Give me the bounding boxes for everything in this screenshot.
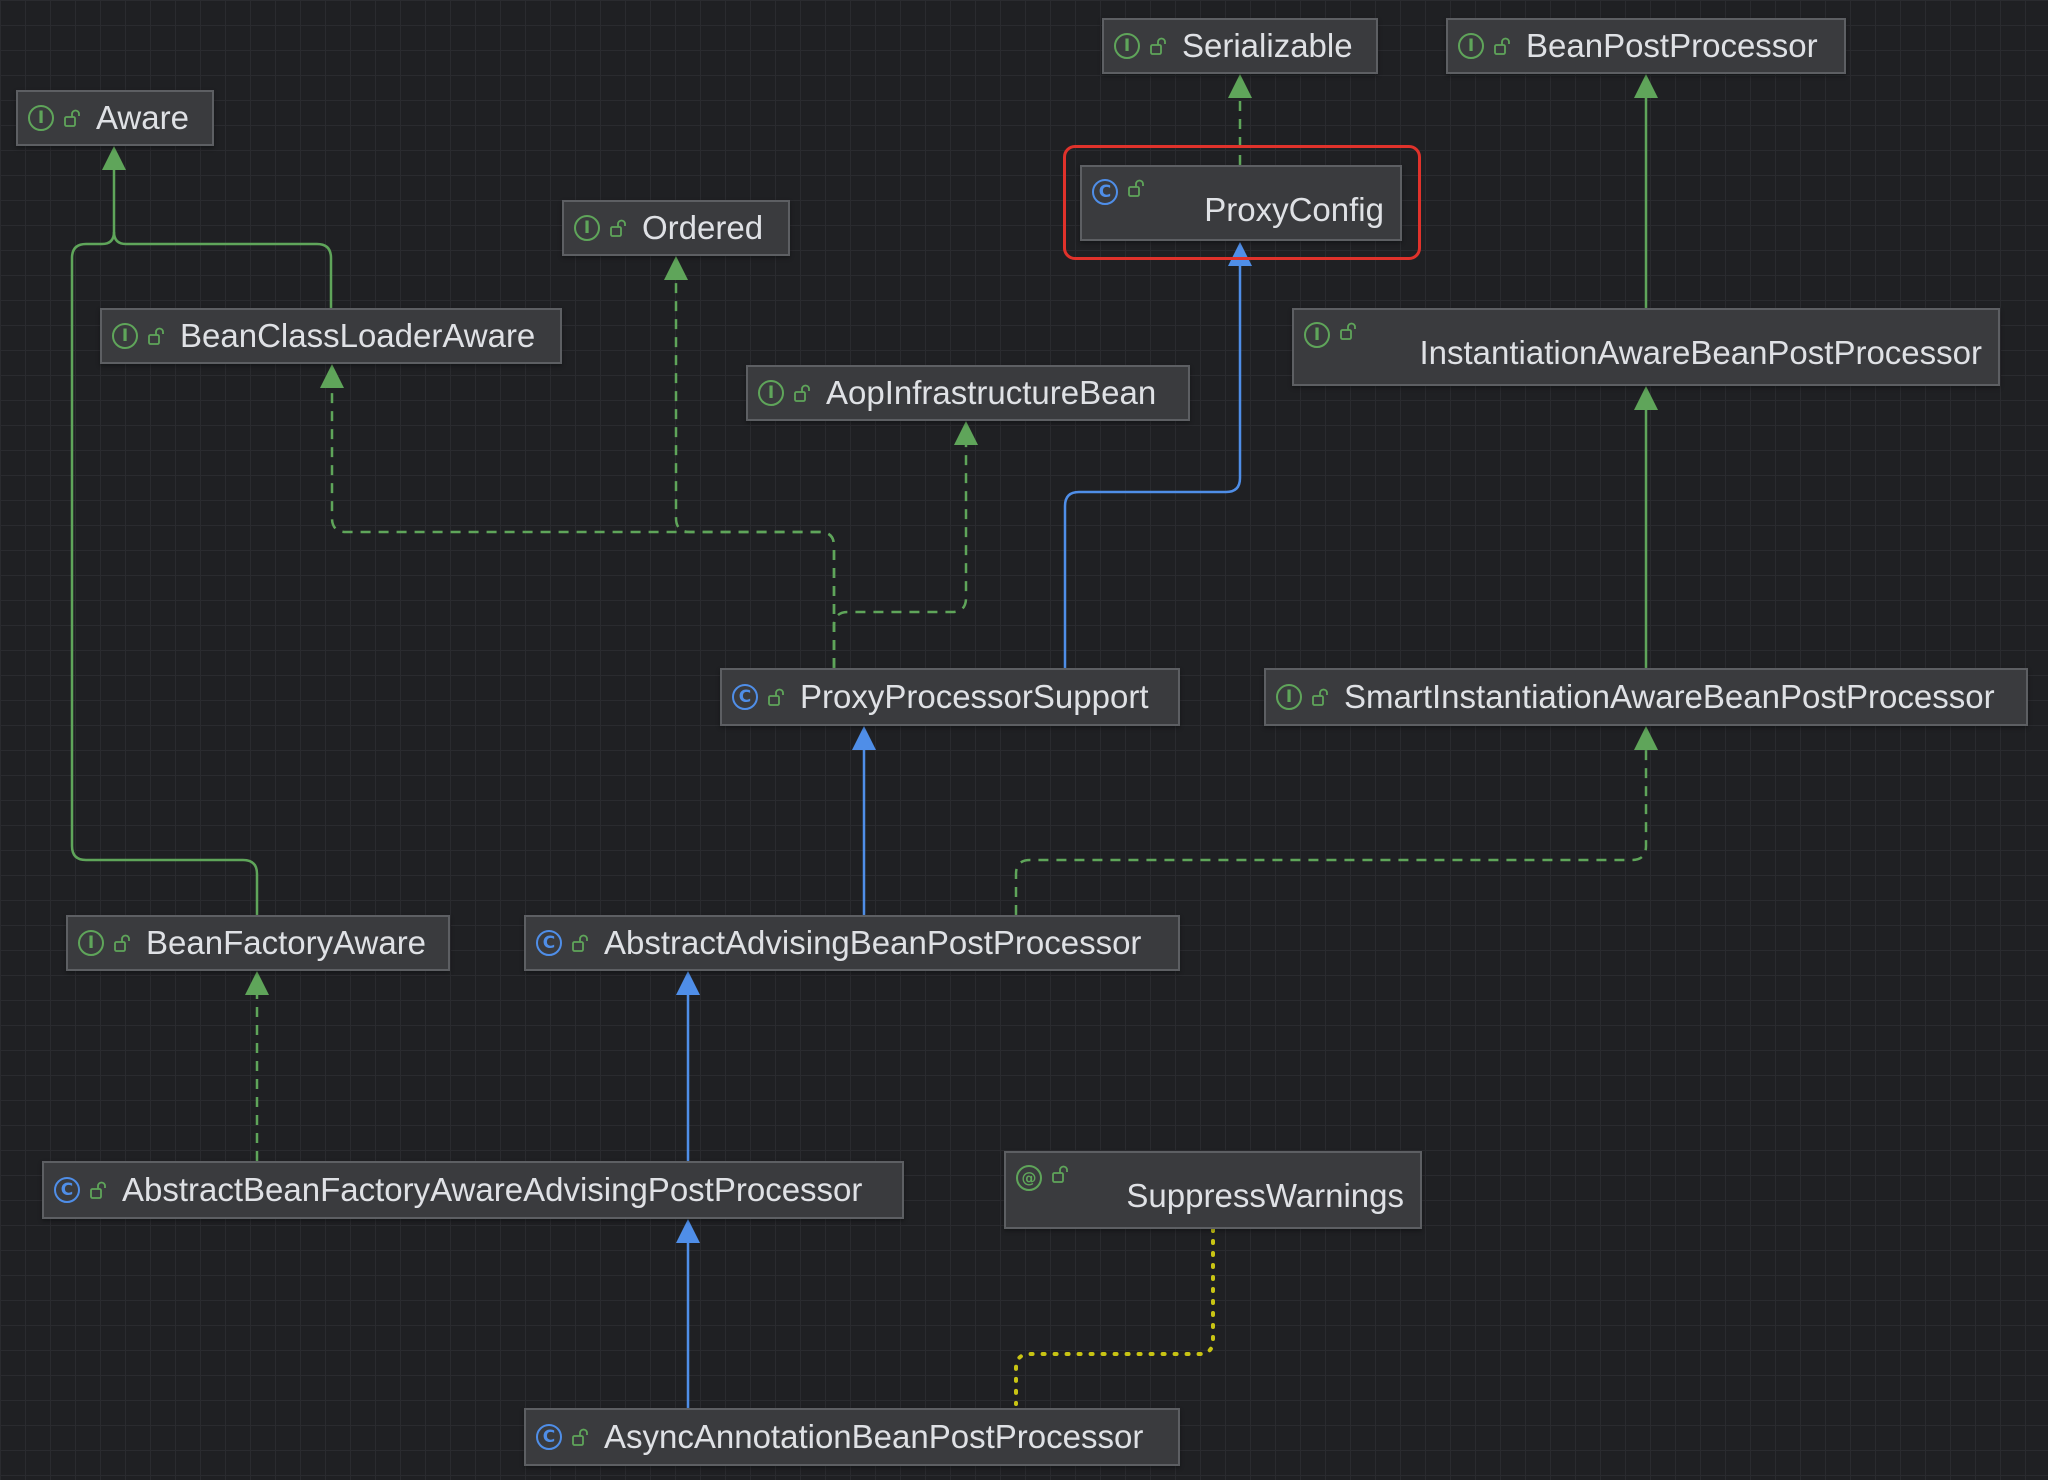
public-lock-icon xyxy=(1494,37,1510,55)
edge-arrowhead xyxy=(102,146,126,170)
node-label: AbstractAdvisingBeanPostProcessor xyxy=(604,924,1142,961)
node-label: InstantiationAwareBeanPostProcessor xyxy=(1419,334,1982,371)
node-asyncannotationbeanpostprocessor[interactable]: C AsyncAnnotationBeanPostProcessor xyxy=(524,1408,1180,1466)
node-label: AbstractBeanFactoryAwareAdvisingPostProc… xyxy=(122,1171,863,1208)
node-instantiationawarebeanpostprocessor[interactable]: I InstantiationAwareBeanPostProcessor xyxy=(1292,308,2000,386)
node-label: BeanClassLoaderAware xyxy=(180,317,536,354)
interface-type-icon: I xyxy=(1304,322,1330,348)
public-lock-icon xyxy=(610,219,626,237)
node-label: AsyncAnnotationBeanPostProcessor xyxy=(604,1418,1144,1455)
interface-type-icon: I xyxy=(78,930,104,956)
interface-type-icon: I xyxy=(1458,33,1484,59)
edge-arrowhead xyxy=(676,971,700,995)
node-label: Serializable xyxy=(1182,27,1353,64)
edge-proxyprocessorsupport-to-aopinfrastructurebean xyxy=(832,425,968,668)
annotation-type-icon: @ xyxy=(1016,1165,1042,1191)
public-lock-icon xyxy=(572,934,588,952)
public-lock-icon xyxy=(1150,37,1166,55)
node-abstractbeanfactoryawareadvisingpostprocessor[interactable]: C AbstractBeanFactoryAwareAdvisingPostPro… xyxy=(42,1161,904,1219)
edge-arrowhead xyxy=(320,364,344,388)
public-lock-icon xyxy=(64,109,80,127)
edge-abstractadvising-to-smartinstantiation xyxy=(1014,730,1648,915)
edge-beanfactoryaware-to-aware xyxy=(70,231,259,915)
public-lock-icon xyxy=(1052,1165,1068,1183)
public-lock-icon xyxy=(148,327,164,345)
node-label: SmartInstantiationAwareBeanPostProcessor xyxy=(1344,678,1995,715)
edge-arrowhead xyxy=(1634,726,1658,750)
interface-type-icon: I xyxy=(758,380,784,406)
public-lock-icon xyxy=(114,934,130,952)
node-beanclassloaderaware[interactable]: I BeanClassLoaderAware xyxy=(100,308,562,364)
node-label: AopInfrastructureBean xyxy=(826,374,1157,411)
interface-type-icon: I xyxy=(28,105,54,131)
node-abstractadvisingbeanpostprocessor[interactable]: C AbstractAdvisingBeanPostProcessor xyxy=(524,915,1180,971)
interface-type-icon: I xyxy=(1276,684,1302,710)
interface-type-icon: I xyxy=(1114,33,1140,59)
node-beanpostprocessor[interactable]: I BeanPostProcessor xyxy=(1446,18,1846,74)
selection-highlight xyxy=(1063,145,1421,260)
node-label: BeanFactoryAware xyxy=(146,924,427,961)
edge-arrowhead xyxy=(245,971,269,995)
class-type-icon: C xyxy=(536,1424,562,1450)
node-proxyconfig[interactable]: C ProxyConfig xyxy=(1080,165,1402,241)
edge-arrowhead xyxy=(954,421,978,445)
edge-arrowhead xyxy=(1634,386,1658,410)
edge-beanclassloaderaware-to-aware xyxy=(112,150,333,308)
edge-proxyprocessorsupport-to-ordered xyxy=(674,260,836,668)
node-proxyprocessorsupport[interactable]: C ProxyProcessorSupport xyxy=(720,668,1180,726)
class-type-icon: C xyxy=(54,1177,80,1203)
edge-suppresswarnings-to-asyncannotation xyxy=(1014,1227,1215,1406)
public-lock-icon xyxy=(768,688,784,706)
node-beanfactoryaware[interactable]: I BeanFactoryAware xyxy=(66,915,450,971)
public-lock-icon xyxy=(572,1428,588,1446)
class-type-icon: C xyxy=(1092,179,1118,205)
node-label: SuppressWarnings xyxy=(1126,1177,1404,1214)
public-lock-icon xyxy=(90,1181,106,1199)
public-lock-icon xyxy=(1340,322,1356,340)
class-type-icon: C xyxy=(732,684,758,710)
edge-arrowhead xyxy=(852,726,876,750)
node-smartinstantiationawarebeanpostprocessor[interactable]: I SmartInstantiationAwareBeanPostProcesso… xyxy=(1264,668,2028,726)
node-label: Aware xyxy=(96,99,189,136)
node-serializable[interactable]: I Serializable xyxy=(1102,18,1378,74)
public-lock-icon xyxy=(1312,688,1328,706)
interface-type-icon: I xyxy=(112,323,138,349)
edge-arrowhead xyxy=(1634,74,1658,98)
node-ordered[interactable]: I Ordered xyxy=(562,200,790,256)
node-label: ProxyConfig xyxy=(1204,191,1384,228)
node-aopinfrastructurebean[interactable]: I AopInfrastructureBean xyxy=(746,365,1190,421)
interface-type-icon: I xyxy=(574,215,600,241)
public-lock-icon xyxy=(794,384,810,402)
node-label: ProxyProcessorSupport xyxy=(800,678,1149,715)
node-aware[interactable]: I Aware xyxy=(16,90,214,146)
edge-arrowhead xyxy=(664,256,688,280)
edge-arrowhead xyxy=(1228,74,1252,98)
node-suppresswarnings[interactable]: @ SuppressWarnings xyxy=(1004,1151,1422,1229)
edge-proxyprocessorsupport-to-proxyconfig xyxy=(1063,246,1242,668)
class-type-icon: C xyxy=(536,930,562,956)
edge-arrowhead xyxy=(1228,242,1252,266)
edge-arrowhead xyxy=(676,1219,700,1243)
node-label: Ordered xyxy=(642,209,764,246)
public-lock-icon xyxy=(1128,179,1144,197)
node-label: BeanPostProcessor xyxy=(1526,27,1818,64)
